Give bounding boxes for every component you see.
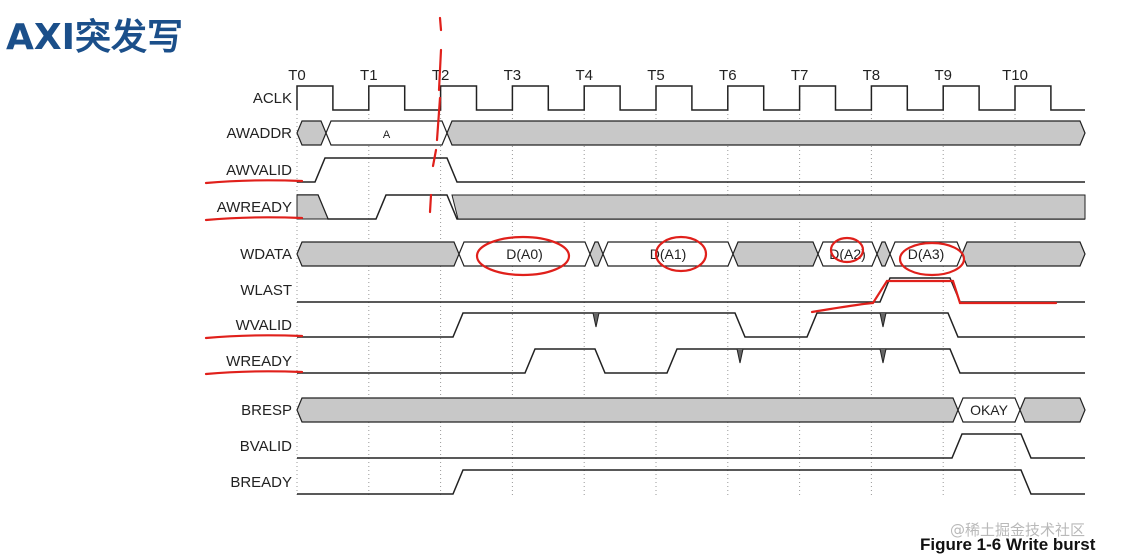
wdata-circle — [654, 235, 708, 273]
bresp-idle — [296, 397, 959, 423]
watermark: @稀土掘金技术社区 — [950, 521, 1086, 539]
signal-underline — [204, 216, 304, 222]
signal-label: WDATA — [240, 246, 292, 263]
signal-labels: ACLK AWADDR AWVALID AWREADY WDATA WLAST WVALID… — [217, 90, 292, 491]
awaddr-idle — [446, 120, 1086, 146]
signal-label: AWVALID — [226, 162, 292, 179]
clock-label: T10 — [1002, 67, 1028, 84]
page-title: AXI突发写 — [6, 17, 184, 58]
wlast-highlight — [810, 279, 1058, 314]
wvalid-glitch — [592, 312, 600, 328]
clock-label: T0 — [288, 67, 306, 84]
clock-label: T8 — [863, 67, 881, 84]
wdata-label: D(A1) — [650, 246, 687, 262]
clock-label: T5 — [647, 67, 665, 84]
hand-annotations — [204, 16, 1058, 376]
signal-label: ACLK — [253, 90, 292, 107]
aclk-waveform — [296, 85, 1085, 111]
wdata-idle — [296, 241, 460, 267]
wdata-circle — [829, 236, 865, 264]
awvalid-waveform — [297, 157, 1085, 183]
clock-gridlines — [296, 86, 1016, 498]
clock-label: T3 — [504, 67, 522, 84]
wdata-label: D(A0) — [506, 246, 543, 262]
wready-glitch — [879, 348, 887, 364]
wvalid-glitch — [879, 312, 887, 328]
bresp-idle — [1019, 397, 1086, 423]
clock-label: T4 — [575, 67, 593, 84]
signal-label: AWREADY — [217, 199, 292, 216]
awready-shade — [296, 194, 329, 220]
wdata-idle — [876, 241, 891, 267]
signal-label: AWADDR — [226, 125, 292, 142]
signal-label: WLAST — [240, 282, 292, 299]
signal-label: BRESP — [241, 402, 292, 419]
clock-label: T9 — [934, 67, 952, 84]
wdata-idle — [961, 241, 1086, 267]
annotation-dash — [428, 16, 443, 214]
wvalid-waveform — [297, 312, 1085, 338]
wdata-idle — [732, 241, 819, 267]
signal-label: BVALID — [240, 438, 292, 455]
awaddr-label: A — [383, 129, 391, 141]
figure-caption: Figure 1-6 Write burst — [920, 535, 1096, 554]
wlast-waveform — [297, 277, 1085, 303]
signal-underline — [204, 334, 304, 340]
clock-label: T7 — [791, 67, 809, 84]
signal-label: BREADY — [230, 474, 292, 491]
clock-label: T1 — [360, 67, 378, 84]
awready-shade — [451, 194, 1086, 220]
wdata-idle — [589, 241, 604, 267]
wdata-label: D(A2) — [829, 246, 866, 262]
bresp-label: OKAY — [970, 402, 1009, 418]
signal-label: WREADY — [226, 353, 292, 370]
signal-underline — [204, 370, 304, 376]
signal-label: WVALID — [236, 317, 293, 334]
bready-waveform — [297, 469, 1085, 495]
bvalid-waveform — [297, 433, 1085, 459]
clock-label: T6 — [719, 67, 737, 84]
wdata-label: D(A3) — [908, 246, 945, 262]
awaddr-idle — [296, 120, 327, 146]
waveforms: A D(A0) D(A1) D(A2) D(A3) OKAY — [296, 85, 1086, 495]
wdata-circle — [898, 241, 966, 277]
wdata-circle — [475, 235, 571, 277]
signal-underline — [204, 179, 304, 185]
wready-glitch — [736, 348, 744, 364]
wready-waveform — [297, 348, 1085, 374]
